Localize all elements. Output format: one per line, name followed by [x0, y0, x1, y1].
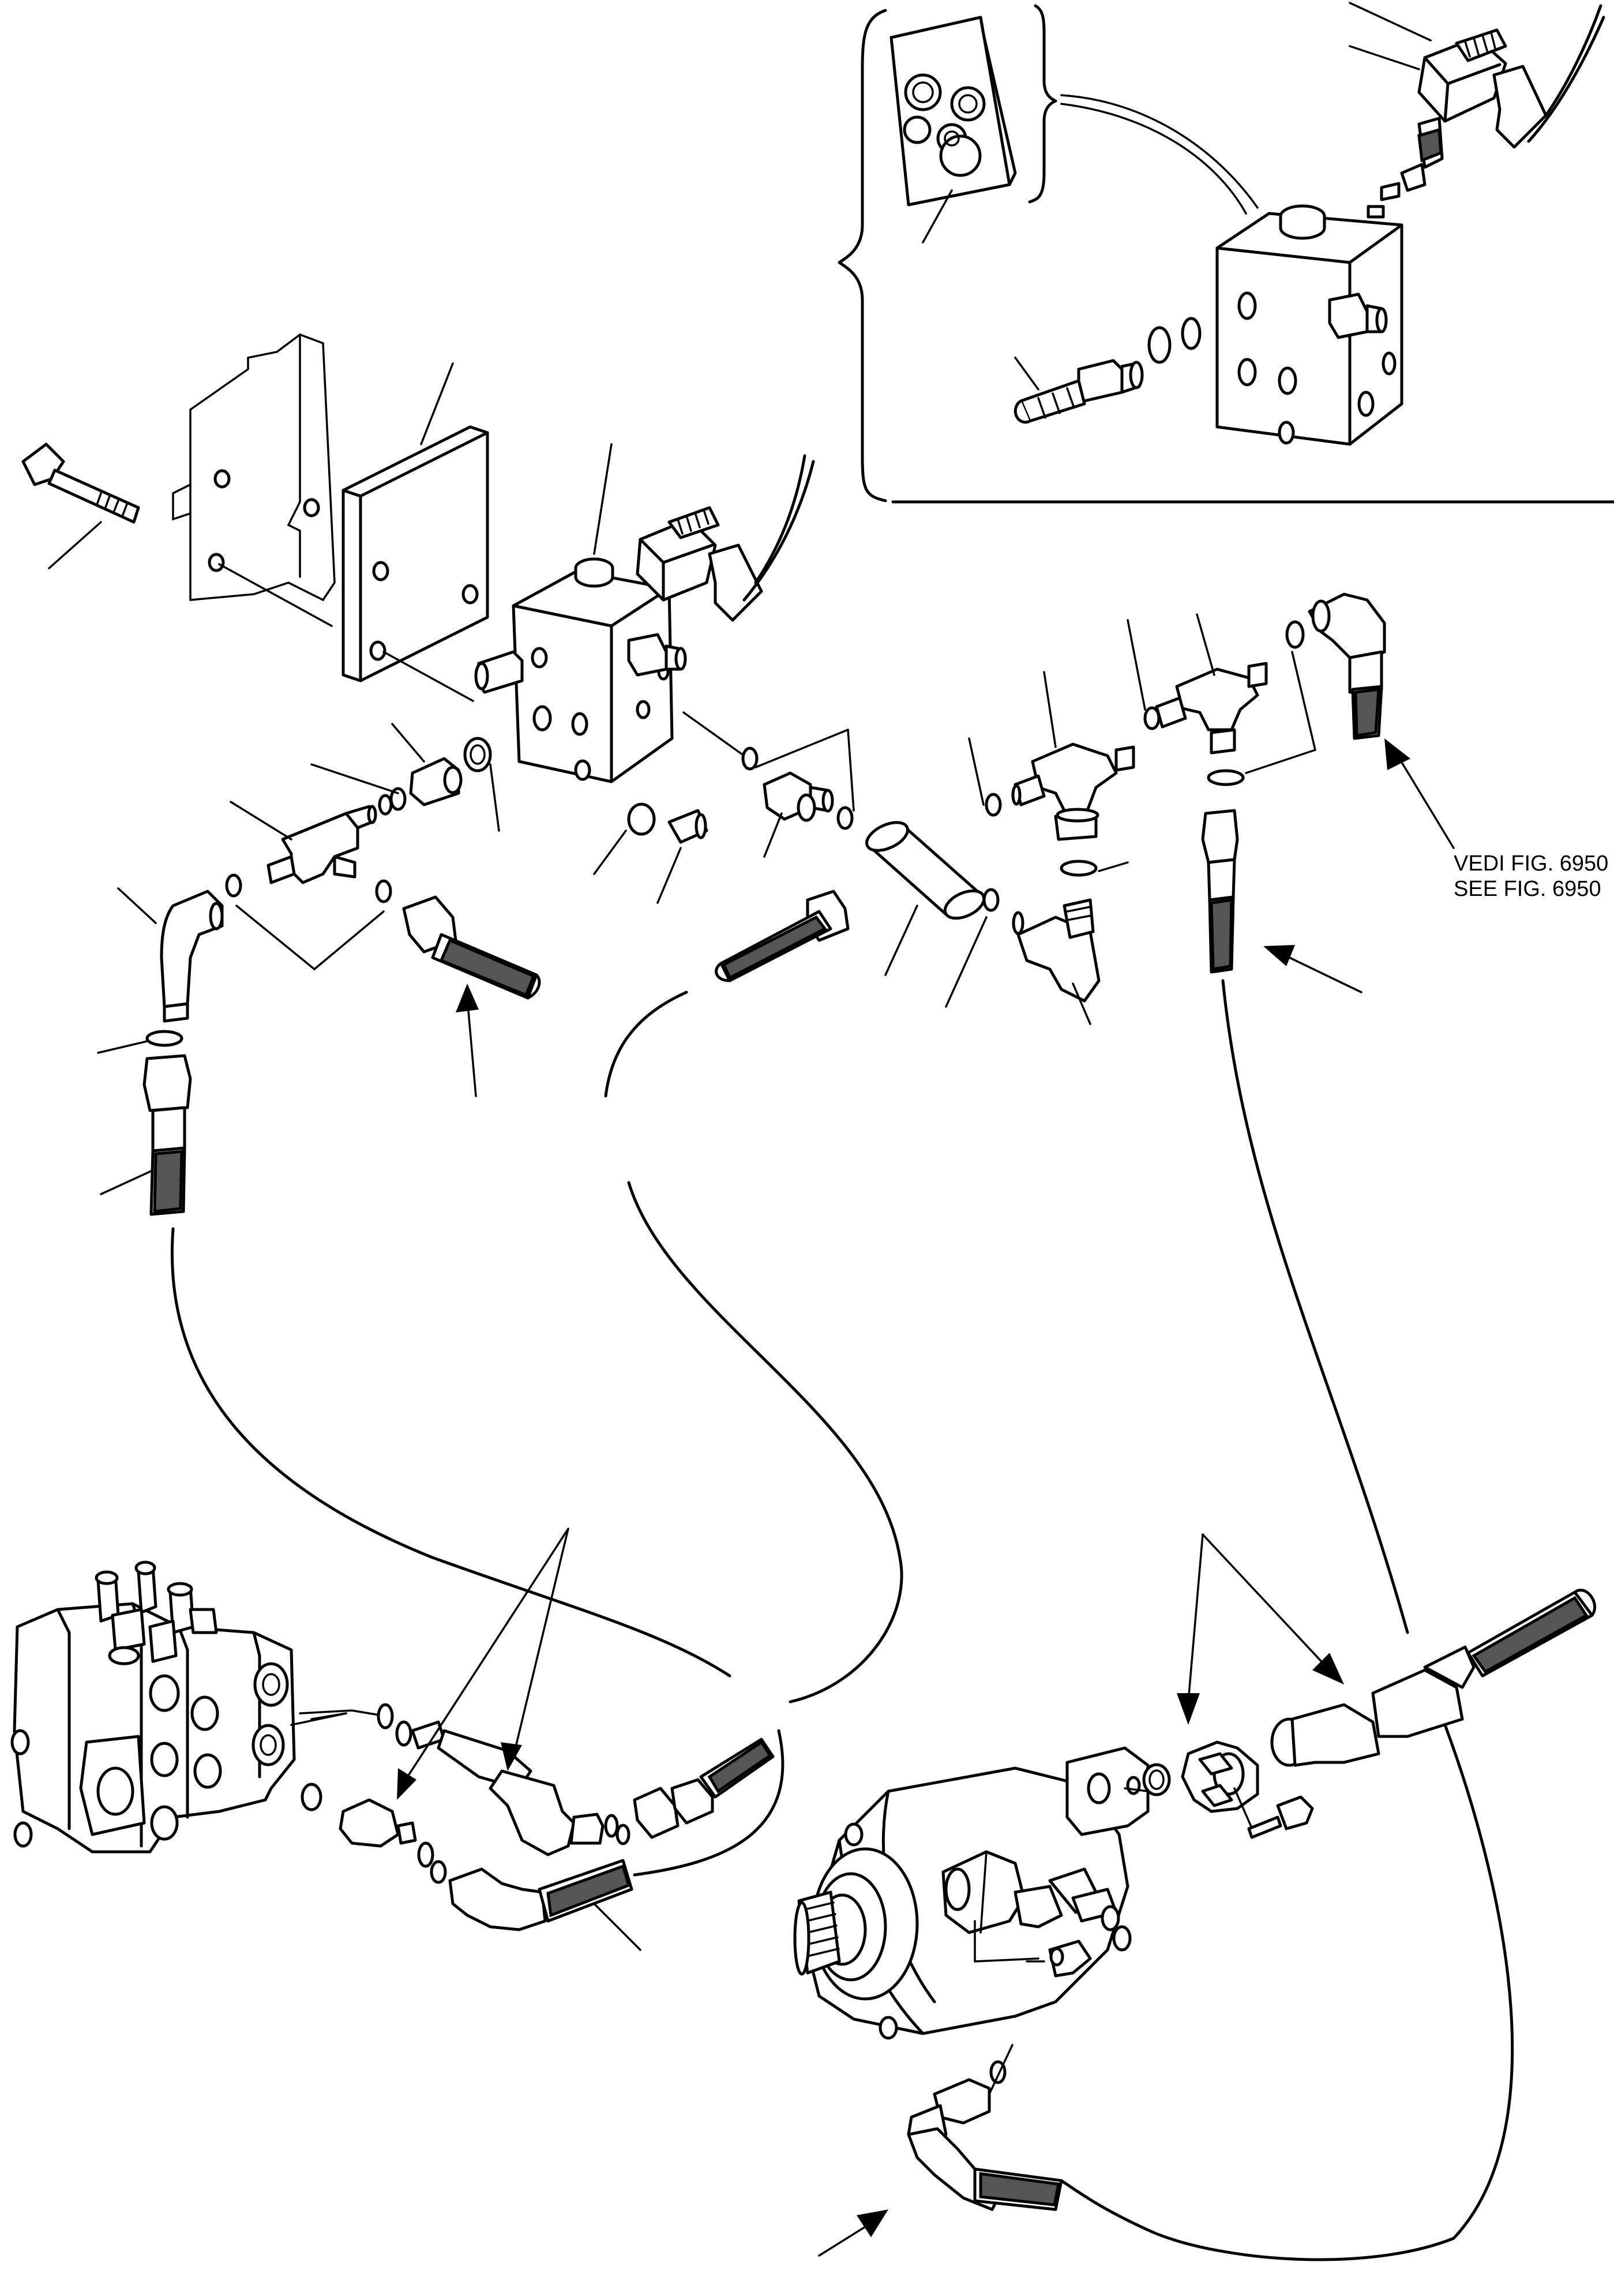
- reference-note-line-1: VEDI FIG. 6950: [1454, 851, 1609, 876]
- hose-left-to-valve: [171, 1227, 731, 1678]
- leader-seal-kit: [922, 189, 953, 243]
- leader-kit-to-block-2: [1060, 103, 1247, 215]
- reference-note-line-2: SEE FIG. 6950: [1454, 877, 1601, 901]
- control-valve: [10, 1560, 347, 1854]
- spacer-plate: [341, 362, 489, 702]
- hose-lower-valve-right: [633, 1729, 785, 1877]
- main-valve-block: [474, 443, 687, 783]
- hose-end-center-left: [402, 802, 708, 1097]
- mounting-bolt: [21, 442, 140, 569]
- inset-valve-block: [1215, 204, 1403, 446]
- inset-detail-panel: [838, 2, 1614, 504]
- left-fitting-chain: [97, 723, 731, 1678]
- hose-right-return: [1060, 1723, 1514, 2261]
- right-fitting-chain: [968, 592, 1514, 2261]
- inset-solenoid: [1349, 2, 1605, 219]
- seal-kit: [889, 16, 1017, 207]
- hose-center-lower: [627, 1181, 903, 1704]
- control-valve-fittings: [299, 1528, 785, 1951]
- pump-outlet: [818, 2044, 1063, 2257]
- inset-bracket-right: [1028, 4, 1057, 204]
- center-fitting-chain: [604, 711, 1000, 1704]
- inset-bracket-left: [838, 9, 887, 502]
- hydraulic-pump: [793, 1746, 1150, 2040]
- reference-note: VEDI FIG. 6950 SEE FIG. 6950: [1454, 851, 1608, 902]
- frame-bracket: [172, 333, 336, 627]
- hose-right-long: [1221, 979, 1409, 1634]
- hose-center-upper: [604, 991, 688, 1098]
- inset-cartridge: [1014, 317, 1202, 424]
- pump-inlet-fittings: [1124, 1533, 1597, 1839]
- leader-kit-to-block: [1060, 94, 1259, 209]
- main-solenoid: [636, 454, 815, 622]
